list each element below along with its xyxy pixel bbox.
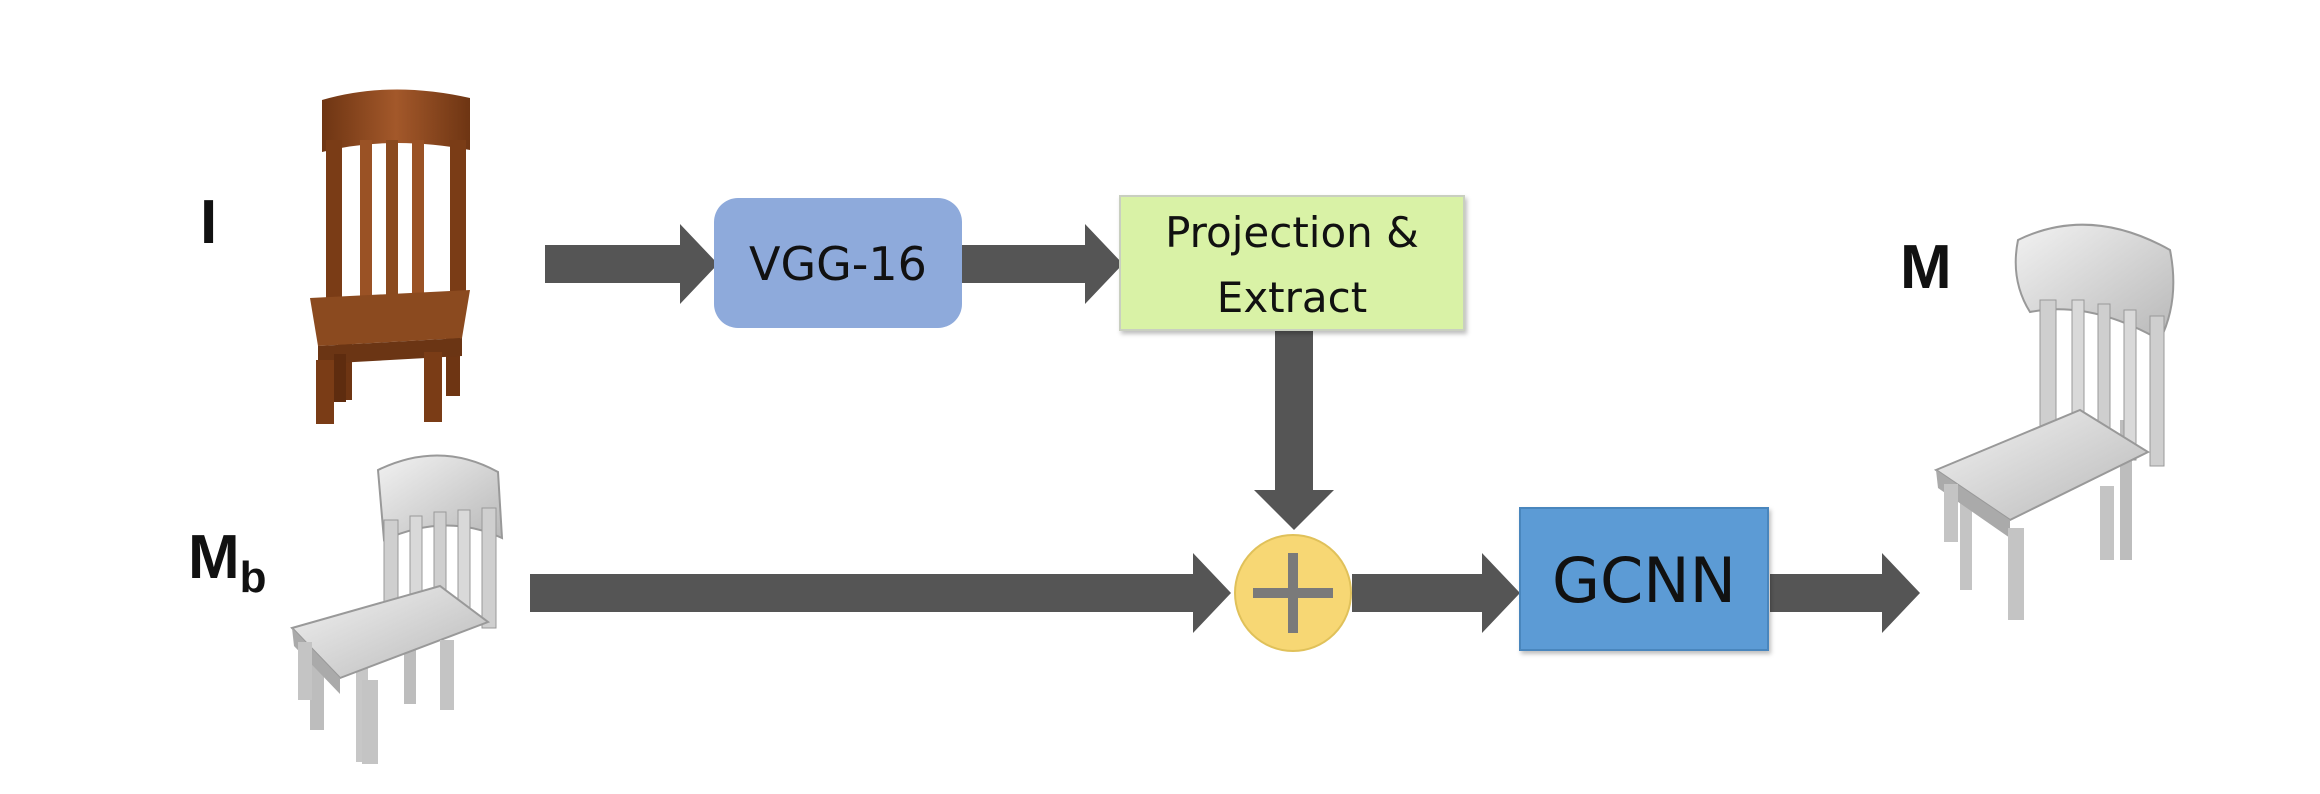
projection-box [1119, 195, 1465, 331]
input-image-label: I [200, 188, 217, 257]
wooden-chair-image [310, 89, 470, 424]
base-mesh-label-main: M [188, 523, 240, 592]
projection-label-line2: Extract [1217, 273, 1367, 322]
output-mesh-label: M [1900, 233, 1952, 302]
vgg-label: VGG-16 [749, 237, 927, 291]
combine-node [1234, 534, 1352, 652]
arrow-projection-to-combine [1254, 330, 1334, 530]
arrow-vgg-to-projection [962, 224, 1123, 304]
gcnn-box [1519, 507, 1769, 651]
refined-chair-mesh [1933, 223, 2175, 620]
arrow-gcnn-to-output [1770, 553, 1920, 633]
arrow-combine-to-gcnn [1352, 553, 1520, 633]
arrow-image-to-vgg [545, 224, 718, 304]
projection-label-line1: Projection & [1165, 208, 1419, 257]
base-mesh-label: Mb [188, 523, 267, 602]
projection-node: Projection & Extract [1119, 195, 1465, 331]
base-mesh-label-subscript: b [240, 553, 267, 602]
vgg-node: VGG-16 [714, 198, 962, 328]
gcnn-node: GCNN [1519, 507, 1769, 651]
arrow-mesh-to-combine [530, 553, 1231, 633]
arrows [530, 224, 1920, 633]
vgg-box [714, 198, 962, 328]
gcnn-label: GCNN [1552, 544, 1736, 617]
plus-icon-vertical [1288, 553, 1298, 633]
coarse-chair-mesh [290, 454, 504, 764]
